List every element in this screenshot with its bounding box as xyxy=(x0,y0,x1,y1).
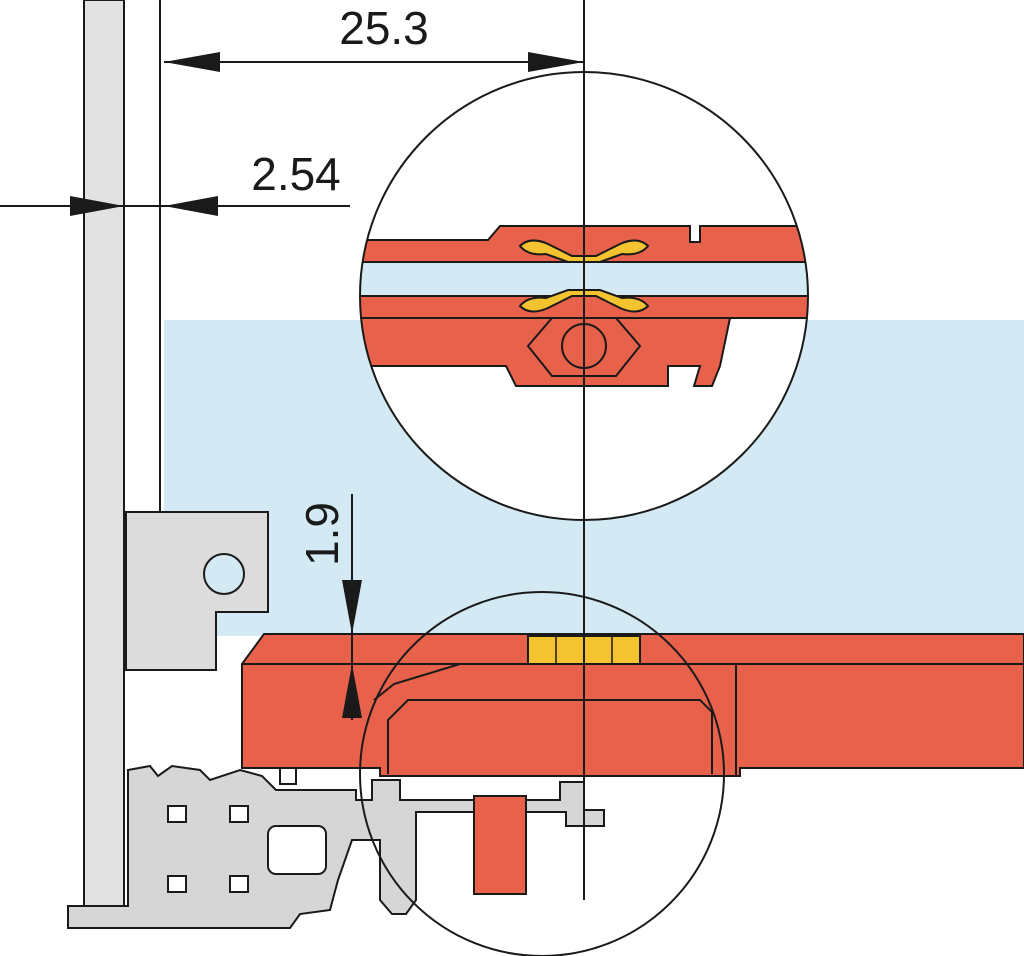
rail-tab xyxy=(279,767,297,785)
mounting-hole xyxy=(203,553,245,595)
vertical-plate xyxy=(83,0,125,911)
din-rail-profile xyxy=(67,764,605,929)
rail-channel xyxy=(267,825,327,875)
dimension-2-54: 2.54 xyxy=(0,148,350,216)
rail-slot-3 xyxy=(167,875,187,893)
rail-slot-1 xyxy=(167,805,187,823)
connector-cavity xyxy=(387,699,713,774)
rail-slot-2 xyxy=(229,805,249,823)
dimension-1-9: 1.9 xyxy=(296,494,362,720)
connector-latch xyxy=(373,663,461,701)
connector-body xyxy=(241,633,1024,777)
mounting-bracket xyxy=(125,511,269,671)
dimension-label-gap: 1.9 xyxy=(296,502,348,566)
dimension-label-pitch: 2.54 xyxy=(251,148,341,200)
dimension-label-overall: 25.3 xyxy=(339,2,429,54)
dimension-25-3: 25.3 xyxy=(164,2,584,72)
connector-pin xyxy=(473,795,527,895)
rail-slot-4 xyxy=(229,875,249,893)
detail-circle-bottom xyxy=(359,591,725,956)
